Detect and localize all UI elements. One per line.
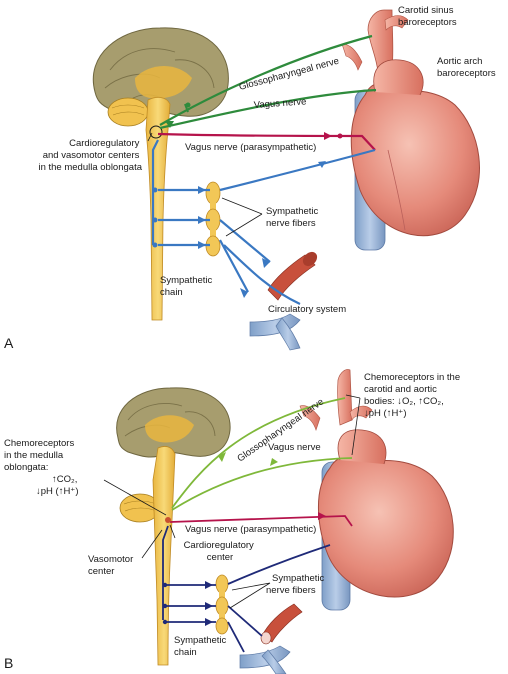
label-glossopharyngeal-a: Glossopharyngeal nerve — [238, 56, 340, 93]
panel-letter-b: B — [4, 655, 13, 671]
label-centers-a: Cardioregulatory and vasomotor centers i… — [38, 138, 142, 173]
label-vagus-b: Vagus nerve — [268, 442, 321, 453]
label-sympathetic-fibers-b: Sympathetic nerve fibers — [266, 573, 327, 596]
label-carotid-sinus-a: Carotid sinus baroreceptors — [398, 5, 457, 28]
label-sympathetic-fibers-a: Sympathetic nerve fibers — [266, 206, 321, 229]
panel-b: Chemoreceptors in the carotid and aortic… — [4, 369, 463, 674]
circulatory-vessels-b — [240, 604, 302, 674]
label-vagus-para-a: Vagus nerve (parasympathetic) — [185, 142, 316, 153]
label-vagus-para-b: Vagus nerve (parasympathetic) — [185, 524, 316, 535]
label-circulatory-a: Circulatory system — [268, 304, 346, 315]
label-peripheral-chemoreceptors-b: Chemoreceptors in the carotid and aortic… — [364, 372, 463, 419]
label-cardioregulatory-b: Cardioregulatory center — [184, 540, 257, 563]
spinal-cord-b — [153, 446, 175, 665]
label-aortic-arch-a: Aortic arch baroreceptors — [437, 56, 496, 79]
label-central-chemoreceptors-b: Chemoreceptors in the medulla oblongata:… — [4, 438, 80, 497]
circulatory-vessels-a — [250, 249, 320, 350]
panel-a: Carotid sinus baroreceptors Aortic arch … — [4, 5, 496, 351]
label-sympathetic-chain-b: Sympathetic chain — [174, 635, 229, 658]
label-glossopharyngeal-b: Glossopharyngeal nerve — [235, 396, 326, 464]
heart-a — [342, 10, 479, 250]
label-sympathetic-chain-a: Sympathetic chain — [160, 275, 215, 298]
sympathetic-chain-b — [216, 575, 228, 634]
label-vasomotor-b: Vasomotor center — [88, 554, 136, 577]
label-vagus-a: Vagus nerve — [253, 96, 306, 111]
panel-letter-a: A — [4, 335, 14, 351]
